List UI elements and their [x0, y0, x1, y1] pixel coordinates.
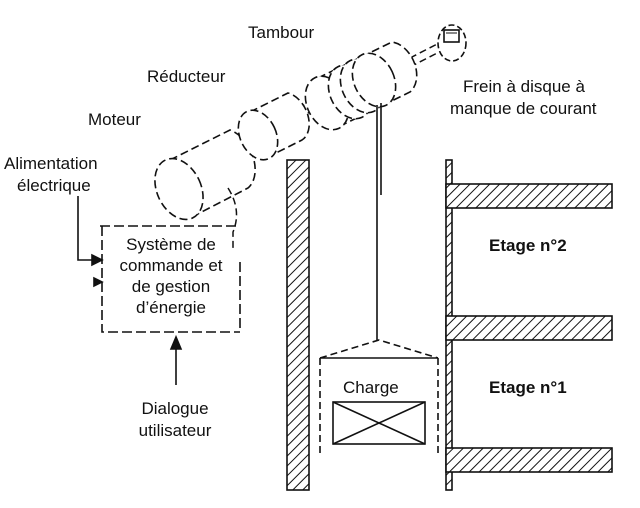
label-etage-2: Etage n°2 [489, 236, 567, 255]
label-charge: Charge [343, 378, 399, 397]
label-dialogue-2: utilisateur [138, 421, 212, 440]
label-moteur: Moteur [88, 110, 141, 129]
label-reducteur: Réducteur [147, 67, 226, 86]
floor-slab-bottom [445, 447, 613, 473]
shaft-right-wall [445, 159, 613, 491]
label-frein-2: manque de courant [450, 99, 597, 118]
label-systeme-3: de gestion [131, 277, 211, 296]
elevator-cabin [319, 339, 439, 455]
label-systeme-4: d’énergie [136, 298, 206, 317]
label-etage-1: Etage n°1 [489, 378, 567, 397]
arrows [77, 196, 183, 385]
disc-brake [437, 24, 467, 62]
shaft-left-wall [286, 159, 310, 491]
cable [376, 103, 382, 340]
label-systeme-1: Système de [126, 235, 216, 254]
label-tambour: Tambour [248, 23, 315, 42]
floor-slab-middle [445, 315, 613, 341]
label-systeme-2: commande et [119, 256, 223, 275]
reducer-cylinder [237, 92, 310, 161]
floor-slab-top [445, 183, 613, 209]
label-alimentation-1: Alimentation [4, 154, 98, 173]
label-dialogue-1: Dialogue [141, 399, 209, 418]
control-box [100, 225, 241, 333]
drum-cylinder [304, 41, 418, 131]
motor-wire [227, 187, 238, 250]
label-alimentation-2: électrique [17, 176, 91, 195]
motor-cylinder [154, 129, 256, 221]
label-frein-1: Frein à disque à [463, 77, 585, 96]
